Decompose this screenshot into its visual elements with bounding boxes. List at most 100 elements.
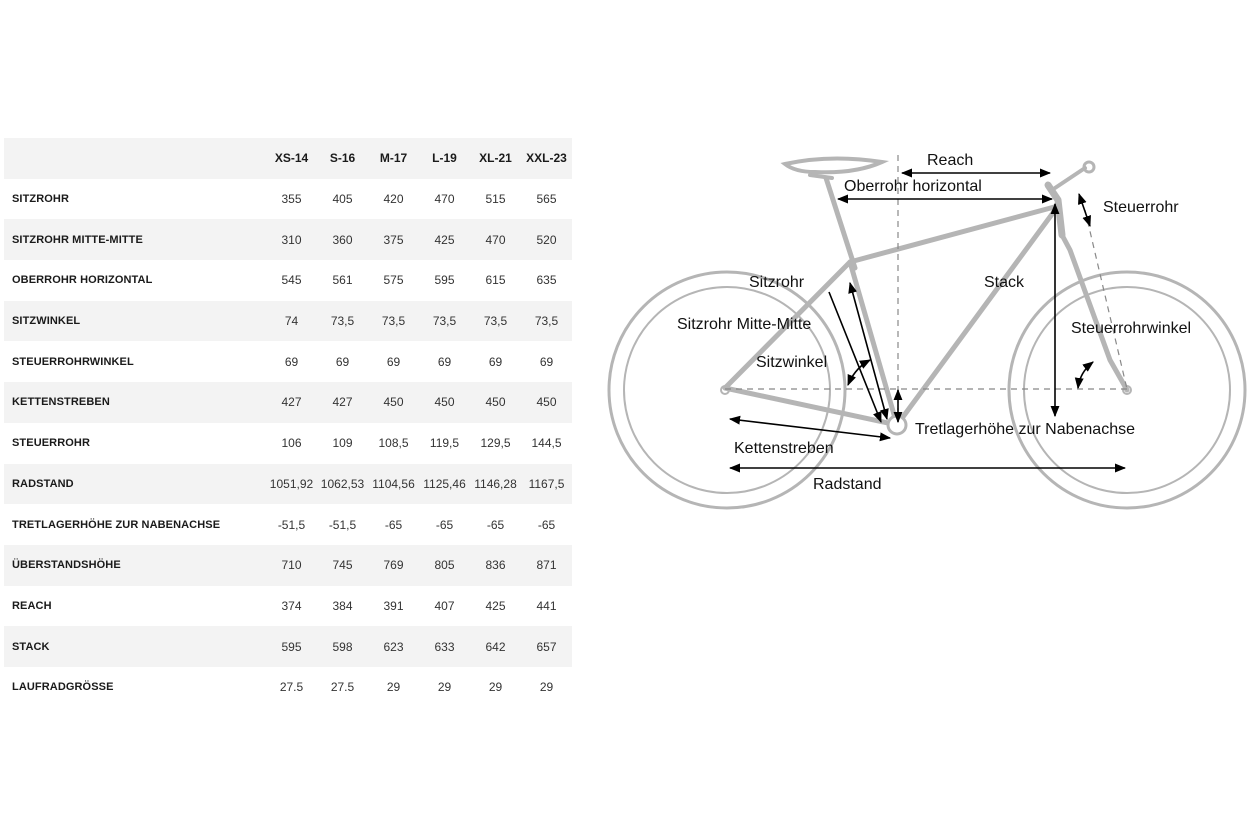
- table-cell: 74: [284, 314, 299, 329]
- table-cell: 710: [281, 558, 302, 573]
- table-cell: 642: [485, 639, 506, 654]
- table-cell: 69: [284, 354, 299, 369]
- table-row: TRETLAGERHÖHE ZUR NABENACHSE-51,5-51,5-6…: [4, 504, 572, 545]
- table-cell: 805: [434, 558, 455, 573]
- seat-angle-label: Sitzwinkel: [756, 354, 827, 371]
- seat-tube-arrow: [828, 291, 882, 424]
- table-cell: 769: [383, 558, 404, 573]
- table-cell: -65: [537, 517, 556, 532]
- saddle: [780, 156, 890, 180]
- table-cell: 69: [488, 354, 503, 369]
- table-cell: 405: [332, 192, 353, 207]
- table-cell: 1125,46: [423, 476, 466, 491]
- table-cell: 29: [437, 680, 452, 695]
- size-header: M-17: [379, 151, 408, 166]
- table-cell: 1146,28: [474, 476, 517, 491]
- bike-geometry-diagram: Reach Oberrohr horizontal Steuerrohr Sit…: [607, 152, 1247, 510]
- table-cell: -51,5: [277, 517, 306, 532]
- table-cell: 450: [485, 395, 506, 410]
- table-cell: 27.5: [279, 680, 304, 695]
- dimension-lines: [728, 168, 1127, 473]
- table-cell: 441: [536, 598, 557, 613]
- row-label: REACH: [12, 599, 52, 612]
- table-cell: 595: [281, 639, 302, 654]
- row-label: STACK: [12, 640, 50, 653]
- table-cell: 623: [383, 639, 404, 654]
- head-tube-label: Steuerrohr: [1103, 199, 1179, 216]
- table-cell: 27.5: [330, 680, 355, 695]
- table-cell: 129,5: [480, 436, 511, 451]
- row-label: SITZROHR MITTE-MITTE: [12, 233, 143, 246]
- rear-axle: [720, 385, 730, 395]
- size-header: XL-21: [479, 151, 512, 166]
- row-label: RADSTAND: [12, 477, 74, 490]
- table-cell: 427: [332, 395, 353, 410]
- table-cell: 106: [281, 436, 302, 451]
- wheelbase-label: Radstand: [813, 476, 882, 493]
- bottom-bracket: [886, 414, 908, 436]
- table-cell: 427: [281, 395, 302, 410]
- row-label: TRETLAGERHÖHE ZUR NABENACHSE: [12, 518, 221, 531]
- table-cell: 1062,53: [320, 476, 365, 491]
- table-cell: 69: [437, 354, 452, 369]
- table-cell: -65: [486, 517, 505, 532]
- front-wheel: [1007, 270, 1247, 510]
- table-cell: 450: [536, 395, 557, 410]
- table-cell: 595: [434, 273, 455, 288]
- table-cell: 470: [434, 192, 455, 207]
- size-header: XS-14: [274, 151, 309, 166]
- table-cell: 633: [434, 639, 455, 654]
- table-cell: 575: [383, 273, 404, 288]
- seat-tube-ctc-arrow: [848, 281, 889, 421]
- chainstay-label: Kettenstreben: [734, 440, 834, 457]
- table-cell: 375: [383, 232, 404, 247]
- table-cell: 355: [281, 192, 302, 207]
- table-cell: 836: [485, 558, 506, 573]
- table-cell: 515: [485, 192, 506, 207]
- table-cell: 420: [383, 192, 404, 207]
- table-cell: 73,5: [483, 314, 508, 329]
- row-label: SITZROHR: [12, 193, 70, 206]
- table-cell: 119,5: [429, 436, 460, 451]
- table-cell: 108,5: [378, 436, 409, 451]
- table-cell: 425: [434, 232, 455, 247]
- top-tube-label: Oberrohr horizontal: [844, 178, 982, 195]
- table-cell: 73,5: [432, 314, 457, 329]
- table-cell: 73,5: [534, 314, 559, 329]
- table-cell: 69: [386, 354, 401, 369]
- table-cell: 1167,5: [528, 476, 565, 491]
- row-label: STEUERROHR: [12, 437, 91, 450]
- table-cell: 384: [332, 598, 353, 613]
- row-label: STEUERROHRWINKEL: [12, 355, 134, 368]
- size-header: XXL-23: [526, 151, 567, 166]
- table-cell: 561: [332, 273, 353, 288]
- table-cell: 144,5: [531, 436, 562, 451]
- head-angle-arc: [1074, 361, 1094, 390]
- table-cell: 425: [485, 598, 506, 613]
- size-header: L-19: [432, 151, 457, 166]
- seat-tube-ctc-label: Sitzrohr Mitte-Mitte: [677, 316, 811, 333]
- front-axle: [1122, 385, 1132, 395]
- row-label: KETTENSTREBEN: [12, 396, 110, 409]
- table-cell: 871: [536, 558, 557, 573]
- table-cell: 310: [281, 232, 302, 247]
- row-label: SITZWINKEL: [12, 315, 81, 328]
- table-cell: 470: [485, 232, 506, 247]
- geometry-table: XS-14 S-16 M-17 L-19 XL-21 XXL-23 SITZRO…: [4, 138, 572, 708]
- stack-label: Stack: [984, 274, 1025, 291]
- table-cell: -65: [435, 517, 454, 532]
- row-label: OBERROHR HORIZONTAL: [12, 274, 153, 287]
- head-angle-label: Steuerrohrwinkel: [1071, 320, 1191, 337]
- rear-wheel: [607, 270, 847, 510]
- reach-label: Reach: [927, 152, 973, 169]
- table-cell: 545: [281, 273, 302, 288]
